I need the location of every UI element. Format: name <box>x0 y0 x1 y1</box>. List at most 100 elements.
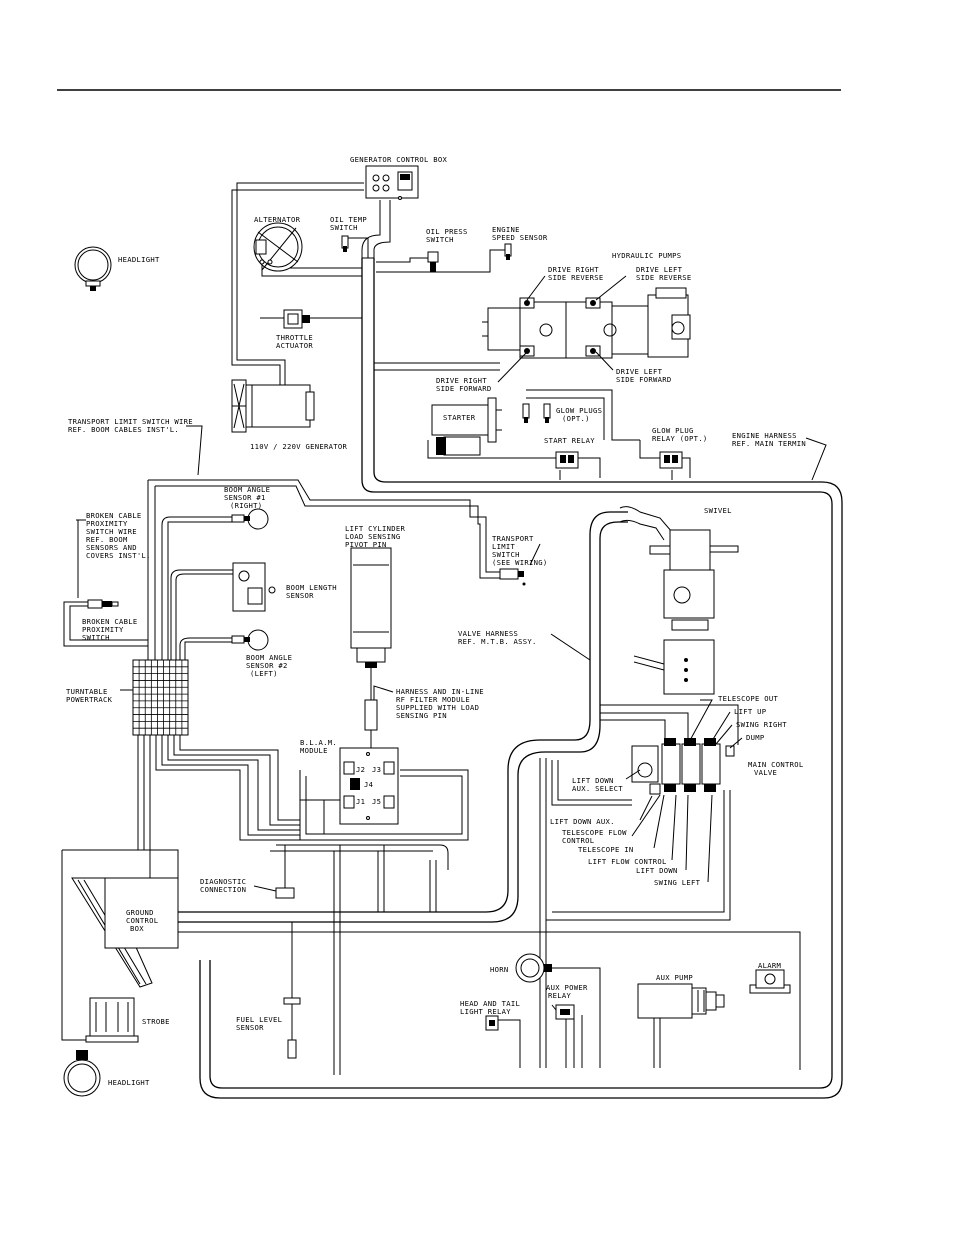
label-broken-cable-wire-3: SWITCH WIRE <box>86 527 137 536</box>
label-lift-down: LIFT DOWN <box>636 866 678 875</box>
label-j1: J1 <box>356 797 365 806</box>
boom-angle-sensor-1 <box>231 508 269 530</box>
label-broken-cable-proximity-switch-3: SWITCH <box>82 633 110 642</box>
label-lift-cylinder-3: PIVOT PIN <box>345 540 387 549</box>
label-boom-angle-sensor-2: BOOM ANGLE <box>246 653 292 662</box>
label-valve-harness-2: REF. M.T.B. ASSY. <box>458 637 537 646</box>
label-head-tail-light-relay-2: LIGHT RELAY <box>460 1007 511 1016</box>
label-lift-flow-control: LIFT FLOW CONTROL <box>588 857 667 866</box>
label-generator: 110V / 220V GENERATOR <box>250 442 348 451</box>
label-harness-rf-filter-2: RF FILTER MODULE <box>396 695 470 704</box>
label-engine-speed-sensor-2: SPEED SENSOR <box>492 233 548 242</box>
label-swivel: SWIVEL <box>704 506 732 515</box>
label-turntable-powertrack-2: POWERTRACK <box>66 695 113 704</box>
label-starter: STARTER <box>443 413 476 422</box>
label-aux-pump: AUX PUMP <box>656 973 693 982</box>
boom-angle-sensor-2 <box>231 629 269 651</box>
label-head-tail-light-relay: HEAD AND TAIL <box>460 999 520 1008</box>
label-boom-length-sensor-2: SENSOR <box>286 591 314 600</box>
label-aux-power-relay: AUX POWER <box>546 983 588 992</box>
label-engine-speed-sensor: ENGINE <box>492 225 520 234</box>
label-throttle-actuator: THROTTLE <box>276 333 313 342</box>
label-drive-left-side-forward-2: SIDE FORWARD <box>616 375 672 384</box>
label-boom-angle-sensor-1-3: (RIGHT) <box>230 501 262 510</box>
label-headlight-top: HEADLIGHT <box>118 255 160 264</box>
label-glow-plug-relay-2: RELAY (OPT.) <box>652 434 708 443</box>
label-j2: J2 <box>356 765 365 774</box>
label-blam-module: B.L.A.M. <box>300 738 337 747</box>
label-generator-control-box: GENERATOR CONTROL BOX <box>350 155 448 164</box>
label-oil-temp-switch-2: SWITCH <box>330 223 358 232</box>
label-broken-cable-wire-4: REF. BOOM <box>86 535 128 544</box>
label-glow-plugs-2: (OPT.) <box>562 414 590 423</box>
rf-filter-module <box>364 699 378 731</box>
throttle-actuator <box>283 309 310 329</box>
label-glow-plug-relay: GLOW PLUG <box>652 426 694 435</box>
label-harness-rf-filter-3: SUPPLIED WITH LOAD <box>396 703 479 712</box>
oil-press-switch <box>427 251 439 272</box>
diagnostic-connection <box>275 887 295 899</box>
label-lift-down-aux: LIFT DOWN AUX. <box>550 817 615 826</box>
glow-plugs <box>522 403 551 423</box>
aux-power-relay <box>555 1004 575 1020</box>
label-fuel-level-sensor: FUEL LEVEL <box>236 1015 282 1024</box>
boom-length-sensor <box>232 562 276 612</box>
label-engine-harness-2: REF. MAIN TERMIN <box>732 439 806 448</box>
label-diagnostic-connection: DIAGNOSTIC <box>200 877 246 886</box>
hydraulic-pumps <box>482 287 691 359</box>
label-drive-right-side-reverse: DRIVE RIGHT <box>548 265 599 274</box>
label-ground-control-box: GROUND <box>126 908 154 917</box>
strobe <box>85 997 139 1043</box>
label-main-control-valve: MAIN CONTROL <box>748 760 804 769</box>
generator-control-box <box>365 165 419 200</box>
label-broken-cable-wire-2: PROXIMITY <box>86 519 128 528</box>
head-tail-light-relay <box>485 1015 499 1031</box>
headlight-bottom <box>63 1050 101 1097</box>
label-drive-right-side-forward: DRIVE RIGHT <box>436 376 487 385</box>
label-swing-left: SWING LEFT <box>654 878 701 887</box>
label-lift-cylinder-2: LOAD SENSING <box>345 532 401 541</box>
label-telescope-out: TELESCOPE OUT <box>718 694 779 703</box>
turntable-powertrack <box>133 660 188 735</box>
label-drive-left-side-forward: DRIVE LEFT <box>616 367 663 376</box>
headlight-top <box>74 246 112 291</box>
label-j4: J4 <box>364 780 373 789</box>
label-harness-rf-filter-4: SENSING PIN <box>396 711 447 720</box>
label-drive-right-side-reverse-2: SIDE REVERSE <box>548 273 604 282</box>
label-glow-plugs: GLOW PLUGS <box>556 406 602 415</box>
label-boom-angle-sensor-1: BOOM ANGLE <box>224 485 270 494</box>
label-telescope-in: TELESCOPE IN <box>578 845 634 854</box>
label-lift-cylinder: LIFT CYLINDER <box>345 524 406 533</box>
engine-speed-sensor <box>504 243 512 260</box>
label-transport-limit-switch-4: (SEE WIRING) <box>492 558 548 567</box>
label-boom-angle-sensor-1-2: SENSOR #1 <box>224 493 266 502</box>
glow-plug-relay <box>659 451 683 469</box>
label-engine-harness: ENGINE HARNESS <box>732 431 797 440</box>
label-harness-rf-filter: HARNESS AND IN-LINE <box>396 687 484 696</box>
label-hydraulic-pumps: HYDRAULIC PUMPS <box>612 251 681 260</box>
label-transport-limit-switch-wire-2: REF. BOOM CABLES INST'L. <box>68 425 179 434</box>
label-dump: DUMP <box>746 733 765 742</box>
label-oil-press-switch: OIL PRESS <box>426 227 468 236</box>
label-telescope-flow-control: TELESCOPE FLOW <box>562 828 627 837</box>
label-oil-temp-switch: OIL TEMP <box>330 215 367 224</box>
labels: GENERATOR CONTROL BOX ALTERNATOR OIL TEM… <box>66 155 806 1087</box>
label-boom-angle-sensor-2-3: (LEFT) <box>250 669 278 678</box>
label-fuel-level-sensor-2: SENSOR <box>236 1023 264 1032</box>
label-transport-limit-switch: TRANSPORT <box>492 534 534 543</box>
label-broken-cable-wire: BROKEN CABLE <box>86 511 142 520</box>
label-drive-left-side-reverse-2: SIDE REVERSE <box>636 273 692 282</box>
broken-cable-proximity-switch <box>87 599 119 609</box>
label-headlight-bottom: HEADLIGHT <box>108 1078 150 1087</box>
starter <box>431 397 502 456</box>
label-broken-cable-wire-6: COVERS INST'L. <box>86 551 151 560</box>
label-strobe: STROBE <box>142 1017 170 1026</box>
main-control-valve <box>631 738 735 795</box>
label-boom-length-sensor: BOOM LENGTH <box>286 583 337 592</box>
label-transport-limit-switch-3: SWITCH <box>492 550 520 559</box>
label-j5: J5 <box>372 797 381 806</box>
label-blam-module-2: MODULE <box>300 746 328 755</box>
label-start-relay: START RELAY <box>544 436 595 445</box>
label-drive-left-side-reverse: DRIVE LEFT <box>636 265 683 274</box>
